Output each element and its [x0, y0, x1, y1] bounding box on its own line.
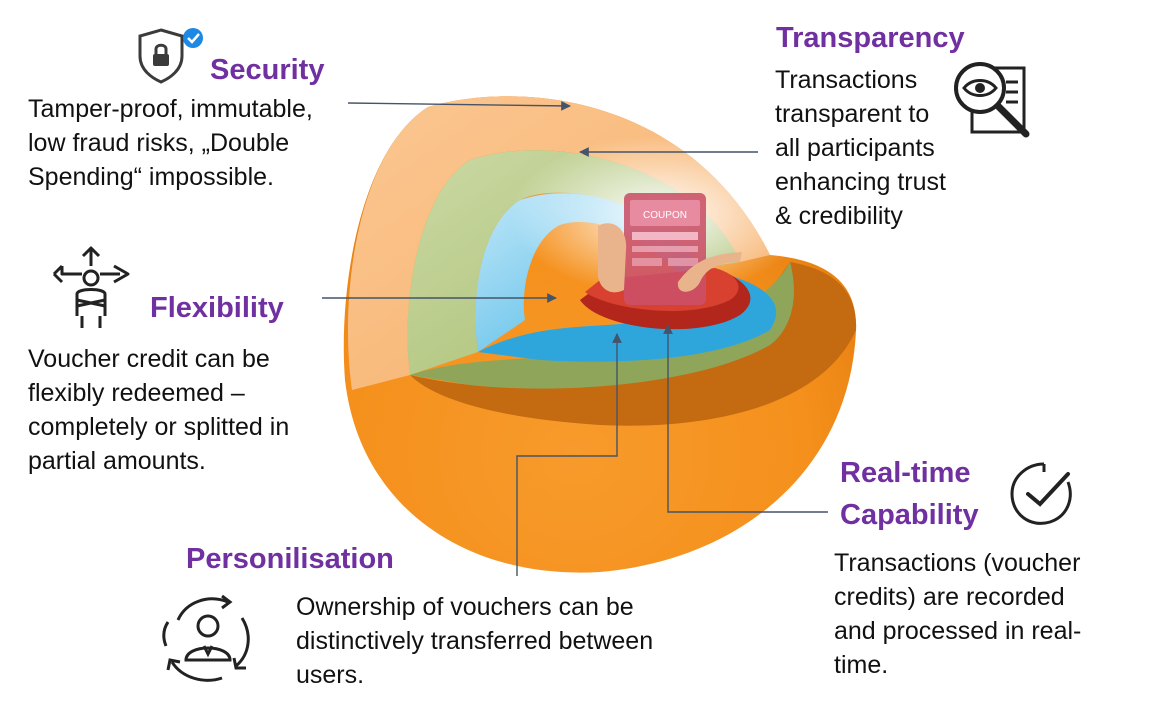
security-description: Tamper-proof, immutable, low fraud risks…: [28, 92, 313, 194]
personalisation-title: Personilisation: [186, 543, 394, 575]
personalisation-line-1: Ownership of vouchers can be: [296, 593, 634, 621]
personalisation-line-2: distinctively transferred between: [296, 627, 654, 655]
realtime-title: Real-time Capability: [840, 452, 979, 536]
security-title: Security: [210, 54, 325, 86]
flexibility-line-1: Voucher credit can be: [28, 345, 270, 373]
flexibility-line-3: completely or splitted in: [28, 413, 290, 441]
realtime-title-line-2: Capability: [840, 499, 979, 531]
flexibility-line-2: flexibly redeemed –: [28, 379, 245, 407]
realtime-title-line-1: Real-time: [840, 457, 971, 489]
personalisation-line-3: users.: [296, 661, 365, 689]
document-eye-magnifier-icon: [954, 62, 1030, 138]
realtime-description: Transactions (voucher credits) are recor…: [834, 546, 1081, 682]
personalisation-connector: [516, 333, 622, 576]
realtime-line-4: time.: [834, 651, 889, 679]
realtime-line-3: and processed in real-: [834, 617, 1082, 645]
security-line-1: Tamper-proof, immutable,: [28, 95, 313, 123]
shield-lock-check-icon: [138, 28, 203, 84]
clock-check-icon: [1010, 462, 1072, 525]
transparency-line-4: enhancing trust: [775, 168, 946, 196]
flexibility-description: Voucher credit can be flexibly redeemed …: [28, 342, 289, 478]
person-split-arrows-icon: [52, 246, 130, 328]
coupon-label: COUPON: [643, 210, 687, 221]
realtime-connector: [663, 324, 828, 513]
flexibility-line-4: partial amounts.: [28, 447, 206, 475]
transparency-title: Transparency: [776, 22, 965, 54]
flexibility-title: Flexibility: [150, 292, 284, 324]
security-line-3: Spending“ impossible.: [28, 163, 274, 191]
connector-lines: [322, 100, 828, 576]
security-connector: [347, 100, 571, 111]
personalisation-description: Ownership of vouchers can be distinctive…: [296, 590, 653, 692]
transparency-line-5: & credibility: [775, 202, 903, 230]
transparency-line-1: Transactions: [775, 66, 918, 94]
phone-coupon-icon: COUPON: [598, 193, 742, 305]
transparency-description: Transactions transparent to all particip…: [775, 63, 946, 233]
user-cycle-arrows-icon: [162, 594, 250, 682]
transparency-line-3: all participants: [775, 134, 935, 162]
realtime-line-2: credits) are recorded: [834, 583, 1065, 611]
security-line-2: low fraud risks, „Double: [28, 129, 290, 157]
realtime-line-1: Transactions (voucher: [834, 549, 1081, 577]
transparency-line-2: transparent to: [775, 100, 930, 128]
